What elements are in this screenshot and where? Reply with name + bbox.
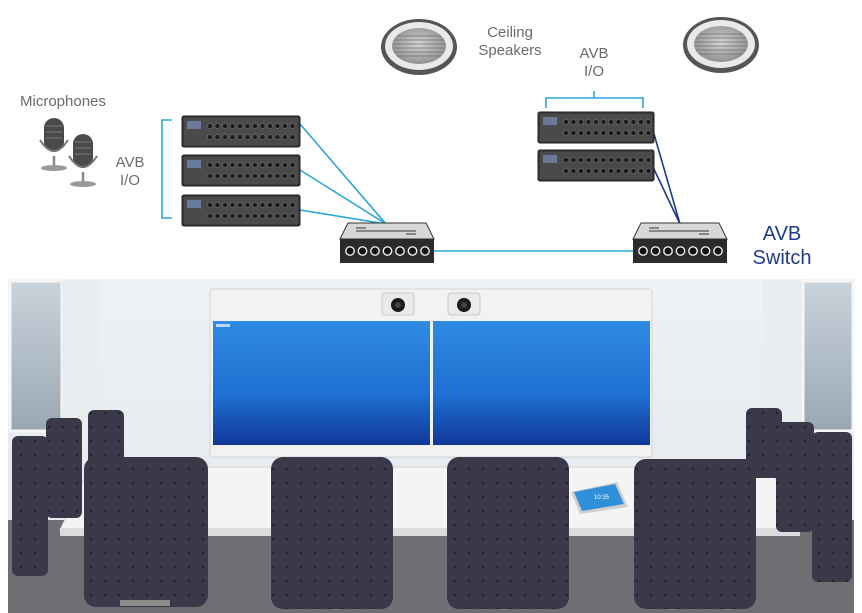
chair — [271, 457, 393, 609]
chairs — [12, 408, 852, 609]
ceiling-speakers-label: Ceiling Speakers — [478, 24, 542, 59]
avb-switch-label: AVB Switch — [752, 223, 812, 269]
chair — [84, 457, 208, 607]
avb-io-right-label: AVB I/O — [579, 45, 609, 80]
network-switch-icon — [339, 222, 435, 263]
camera-icon — [447, 292, 481, 316]
avb-io-left-label: AVB I/O — [115, 154, 145, 189]
microphones-label: Microphones — [20, 93, 106, 110]
io-rack-icon — [181, 154, 301, 187]
chair — [776, 422, 814, 532]
microphone-icon — [39, 118, 69, 171]
chair — [812, 432, 852, 582]
chair — [88, 410, 124, 470]
touch-panel-clock: 10:35 — [594, 495, 610, 501]
connection-lines — [161, 91, 681, 252]
chair — [46, 418, 82, 518]
chair — [12, 436, 48, 576]
microphone-icon — [68, 134, 98, 187]
io-rack-icon — [537, 149, 655, 182]
chair — [447, 457, 569, 609]
chair — [634, 459, 756, 609]
touch-panel-icon: 10:35 — [571, 482, 628, 514]
camera-icon — [381, 292, 415, 316]
ceiling-speaker-icon — [683, 17, 759, 73]
io-rack-icon — [181, 115, 301, 148]
io-rack-icon — [537, 111, 655, 144]
chair — [746, 408, 782, 478]
ceiling-speaker-icon — [381, 19, 457, 75]
network-switch-icon — [632, 222, 728, 263]
io-rack-icon — [181, 194, 301, 227]
